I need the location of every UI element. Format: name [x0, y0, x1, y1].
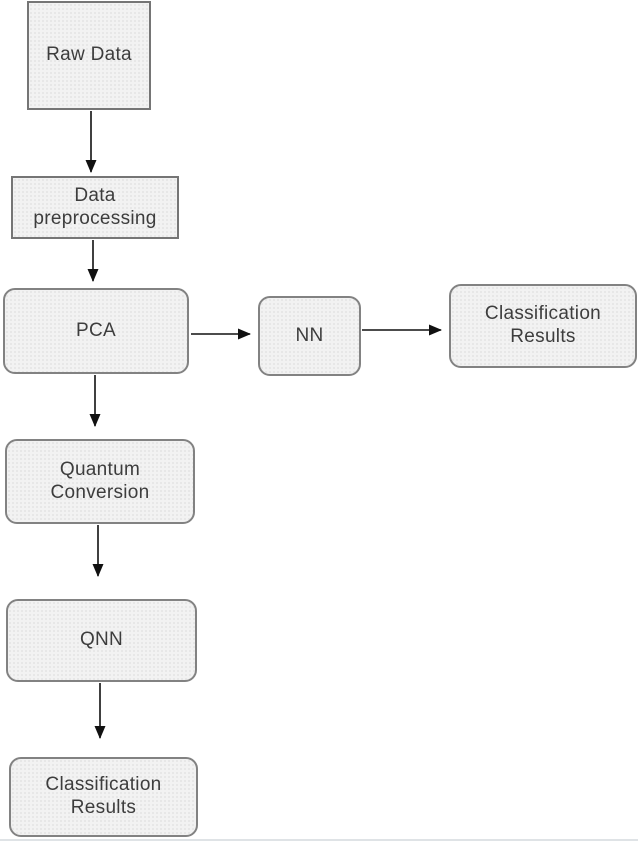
node-raw-data: Raw Data [27, 1, 151, 110]
node-qnn: QNN [6, 599, 197, 682]
node-classification-results-bottom: Classification Results [9, 757, 198, 837]
node-classification-results-top: Classification Results [449, 284, 637, 368]
node-pca: PCA [3, 288, 189, 374]
bottom-border-line [0, 839, 638, 841]
node-data-preprocessing: Data preprocessing [11, 176, 179, 239]
node-quantum-conversion: Quantum Conversion [5, 439, 195, 524]
node-nn: NN [258, 296, 361, 376]
